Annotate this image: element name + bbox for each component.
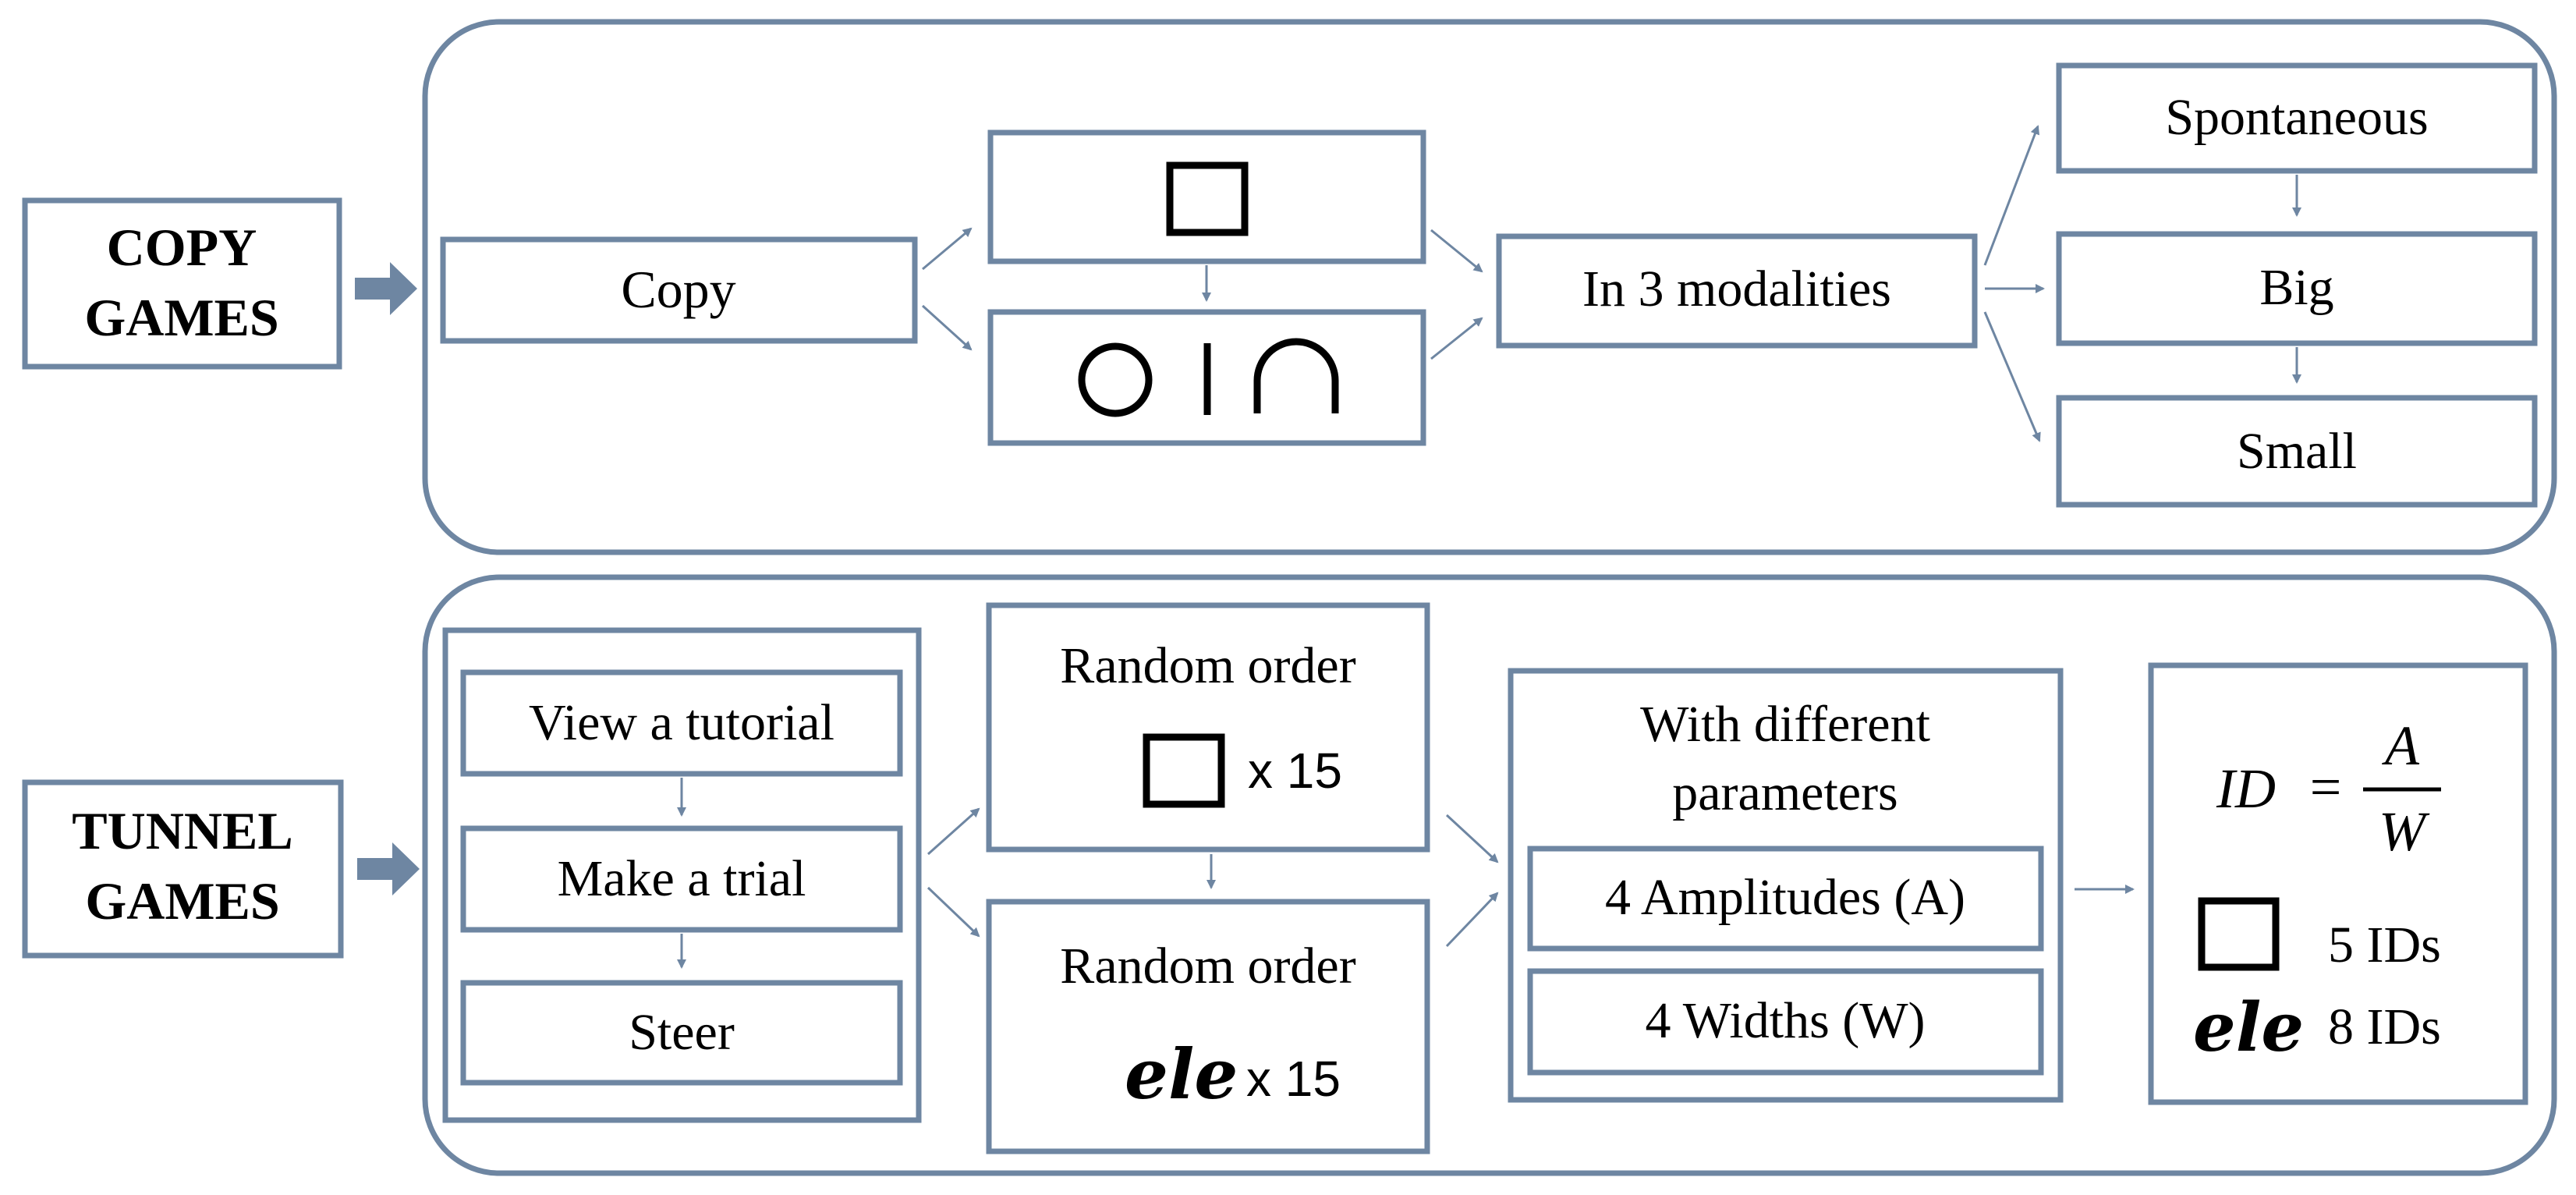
formula-denominator: W: [2379, 800, 2430, 863]
square-count: x 15: [1248, 743, 1342, 799]
square-icon: [1143, 733, 1225, 808]
arrow-shapes-to-modalities: [1430, 317, 1483, 360]
block-arrow-icon: [357, 842, 420, 895]
copy-games-side-box: COPY GAMES: [22, 197, 342, 370]
arrow-square-to-modalities: [1430, 229, 1483, 273]
mode-label-spontaneous: Spontaneous: [2165, 89, 2428, 146]
mode-label-big: Big: [2259, 259, 2333, 316]
arrow-to-small: [1983, 311, 2041, 442]
step-box-steer: [460, 980, 903, 1086]
arrow-steps-to-square-order: [927, 807, 980, 856]
circle-icon: [1078, 342, 1153, 417]
arrow-copy-to-shapes: [921, 304, 973, 351]
modalities-box: In 3 modalities: [1496, 233, 1978, 349]
mode-box-spontaneous: Spontaneous: [2056, 62, 2538, 174]
formula-numerator: A: [2382, 715, 2420, 777]
random-order-square-box: Random order x 15: [986, 602, 1430, 853]
formula-lhs: ID: [2216, 757, 2276, 820]
cursive-ids-label: 8 IDs: [2328, 998, 2441, 1055]
amplitudes-label: 4 Amplitudes (A): [1605, 869, 1965, 926]
basic-shapes-box: [987, 309, 1426, 446]
parameters-box: With different parameters 4 Amplitudes (…: [1508, 668, 2064, 1103]
square-icon: [1166, 161, 1249, 236]
step-box-trial: [460, 825, 903, 933]
params-label-line2: parameters: [1672, 764, 1898, 821]
square-shape-box: [987, 129, 1426, 264]
step-box-tutorial: [460, 669, 903, 777]
amplitudes-box: [1527, 846, 2044, 952]
step-label-steer: Steer: [629, 1004, 735, 1061]
cursive-word: ele: [1125, 1034, 1238, 1115]
mode-box-small: Small: [2056, 395, 2538, 508]
params-label-line1: With different: [1640, 696, 1930, 753]
cursive-count: x 15: [1246, 1051, 1341, 1107]
arrow-steps-to-cursive-order: [927, 886, 980, 938]
mode-box-big: Big: [2056, 231, 2538, 346]
formula-equals: =: [2310, 756, 2342, 818]
copy-box: Copy: [440, 236, 918, 344]
arrow-copy-to-square: [922, 227, 973, 271]
id-box: ID = A W 5 IDs ele 8 IDs: [2148, 662, 2528, 1105]
widths-box: [1527, 968, 2044, 1076]
copy-games-label-line2: GAMES: [84, 288, 278, 347]
arrow-cursive-order-to-params: [1445, 892, 1499, 948]
copy-games-label-line1: COPY: [107, 218, 257, 277]
mode-label-small: Small: [2237, 423, 2357, 480]
cursive-word-ids: ele: [2193, 988, 2304, 1067]
random-order-cursive-box: Random order ele x 15: [986, 899, 1430, 1154]
modalities-label: In 3 modalities: [1582, 261, 1891, 317]
arrow-to-spontaneous: [1983, 125, 2040, 266]
tunnel-games-label-line1: TUNNEL: [72, 801, 292, 860]
widths-label: 4 Widths (W): [1645, 992, 1925, 1049]
copy-games-panel: [422, 19, 2557, 555]
random-order-label-1: Random order: [1060, 637, 1355, 694]
steps-group-box: View a tutorial Make a trial Steer: [442, 627, 922, 1123]
copy-label: Copy: [621, 260, 735, 319]
random-order-label-2: Random order: [1060, 938, 1355, 995]
block-arrow-icon: [355, 262, 417, 315]
tunnel-games-label-line2: GAMES: [85, 871, 279, 931]
arrow-square-order-to-params: [1445, 814, 1499, 863]
square-icon: [2198, 897, 2280, 971]
tunnel-games-side-box: TUNNEL GAMES: [22, 779, 344, 959]
square-ids-label: 5 IDs: [2328, 917, 2441, 973]
arch-icon: [1253, 338, 1339, 413]
step-label-tutorial: View a tutorial: [529, 694, 834, 751]
step-label-trial: Make a trial: [558, 850, 806, 907]
